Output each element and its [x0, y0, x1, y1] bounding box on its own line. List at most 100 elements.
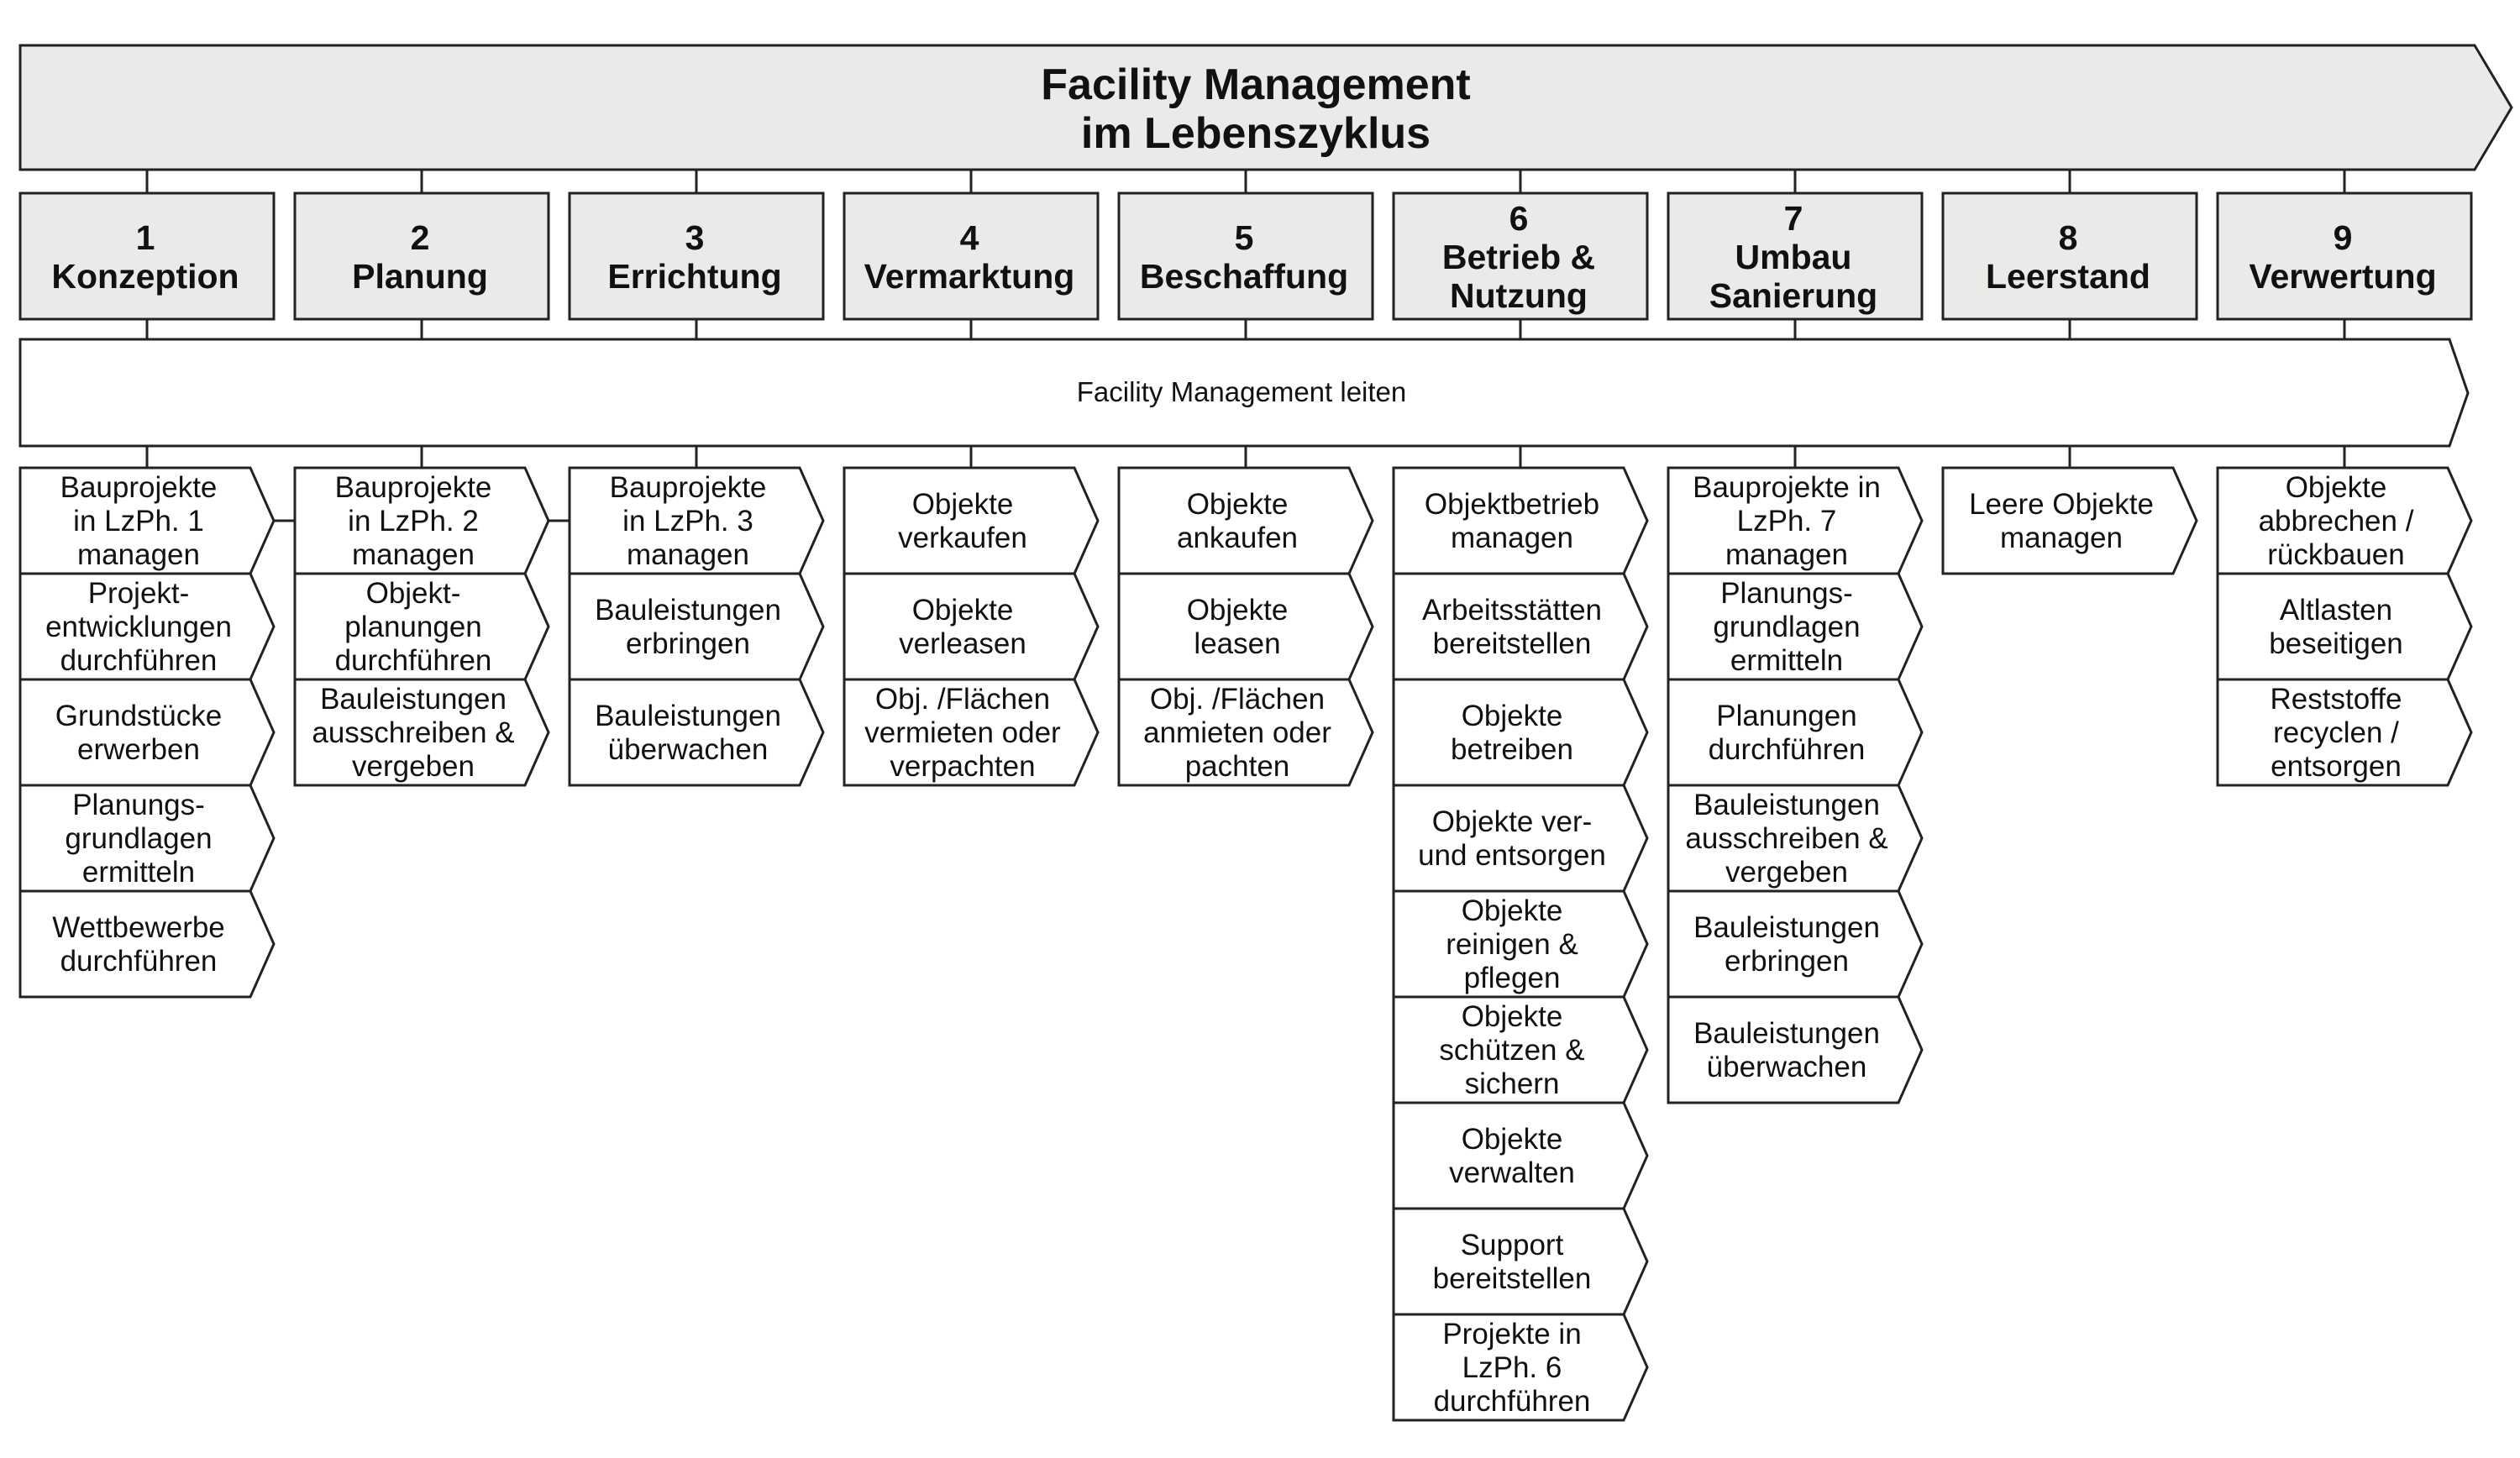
task-chevron-shape: [18, 572, 276, 681]
phase-box-shape: [1941, 191, 2198, 321]
task-chevron-shape: [568, 678, 825, 787]
task-2-3-line-2: ausschreiben &: [312, 716, 514, 749]
task-5-2-line-2: leasen: [1194, 627, 1280, 660]
task-chevron-shape: [18, 466, 276, 575]
lead-bar-label: Facility Management leiten: [1077, 376, 1407, 407]
task-6-8-line-2: bereitstellen: [1433, 1262, 1592, 1295]
task-8-1-line-2: managen: [2000, 522, 2123, 554]
task-chevron-shape: [1667, 466, 1924, 575]
task-7-2-line-2: grundlagen: [1713, 611, 1860, 643]
phase-5-label-line-2: Beschaffung: [1140, 257, 1348, 296]
task-chevron-shape: [1392, 572, 1649, 681]
task-6-9-line-2: LzPh. 6: [1462, 1351, 1562, 1384]
task-1-5-line-2: durchführen: [60, 945, 218, 978]
task-7-6-line-1: Bauleistungen: [1693, 1017, 1880, 1050]
task-chevron-shape: [1117, 572, 1374, 681]
task-chevron-shape: [568, 572, 825, 681]
task-5-2-line-1: Objekte: [1187, 594, 1289, 627]
task-chevron-shape: [18, 784, 276, 893]
task-5-1-line-2: ankaufen: [1177, 522, 1298, 554]
task-9-3-line-1: Reststoffe: [2271, 683, 2402, 716]
task-7-3-line-1: Planungen: [1716, 700, 1856, 732]
task-chevron-shape: [1667, 784, 1924, 893]
task-6-1-line-2: managen: [1451, 522, 1573, 554]
task-chevron-shape: [568, 466, 825, 575]
phase-9-label-line-1: 9: [2334, 218, 2353, 257]
task-chevron-shape: [18, 889, 276, 999]
task-1-4-line-1: Planungs-: [72, 789, 205, 821]
task-4-1-line-1: Objekte: [912, 488, 1014, 521]
task-chevron-shape: [2216, 678, 2473, 787]
task-7-4-line-2: ausschreiben &: [1685, 822, 1887, 855]
task-2-1-line-1: Bauprojekte: [335, 471, 492, 504]
task-7-1-line-2: LzPh. 7: [1737, 505, 1837, 538]
task-2-3-line-1: Bauleistungen: [320, 683, 507, 716]
task-6-9-line-1: Projekte in: [1442, 1318, 1581, 1350]
task-5-1-line-1: Objekte: [1187, 488, 1289, 521]
lead-bar: Facility Management leiten: [18, 338, 2470, 448]
task-5-3-line-3: pachten: [1185, 750, 1290, 783]
task-3-3-line-2: überwachen: [608, 733, 769, 766]
task-4-3-line-3: verpachten: [890, 750, 1035, 783]
task-6-4-line-1: Objekte ver-: [1432, 805, 1593, 838]
task-7-2-line-1: Planungs-: [1720, 577, 1853, 610]
header-arrow: Facility Management im Lebenszyklus: [18, 44, 2513, 171]
phase-box-shape: [2216, 191, 2473, 321]
task-6-5-line-3: pflegen: [1464, 962, 1561, 994]
task-4-2-line-2: verleasen: [899, 627, 1026, 660]
task-2-1-line-2: in LzPh. 2: [348, 505, 479, 538]
task-chevron-shape: [2216, 466, 2473, 575]
task-3-1-line-2: in LzPh. 3: [622, 505, 753, 538]
task-chevron-shape: [1117, 466, 1374, 575]
task-7-4-line-3: vergeben: [1725, 856, 1848, 889]
task-7-5-line-2: erbringen: [1725, 945, 1849, 978]
task-6-4-line-2: und entsorgen: [1418, 839, 1606, 872]
header-title-line-2: im Lebenszyklus: [1081, 109, 1431, 158]
task-9-1-line-3: rückbauen: [2267, 538, 2404, 571]
phase-box-shape: [293, 191, 550, 321]
task-1-1-line-2: in LzPh. 1: [73, 505, 204, 538]
task-chevron-shape: [1667, 678, 1924, 787]
task-8-1-line-1: Leere Objekte: [1969, 488, 2154, 521]
task-chevron: Objekte ver-und entsorgen: [1392, 784, 1649, 893]
task-1-1-line-1: Bauprojekte: [60, 471, 218, 504]
task-1-1-line-3: managen: [77, 538, 200, 571]
task-6-5-line-2: reinigen &: [1446, 928, 1578, 961]
task-7-3-line-2: durchführen: [1709, 733, 1866, 766]
task-6-6-line-2: schützen &: [1439, 1034, 1584, 1067]
phase-6-label-line-1: 6: [1509, 199, 1529, 238]
task-6-2-line-2: bereitstellen: [1433, 627, 1592, 660]
task-6-2-line-1: Arbeitsstätten: [1422, 594, 1602, 627]
phase-3-label-line-2: Errichtung: [607, 257, 781, 296]
